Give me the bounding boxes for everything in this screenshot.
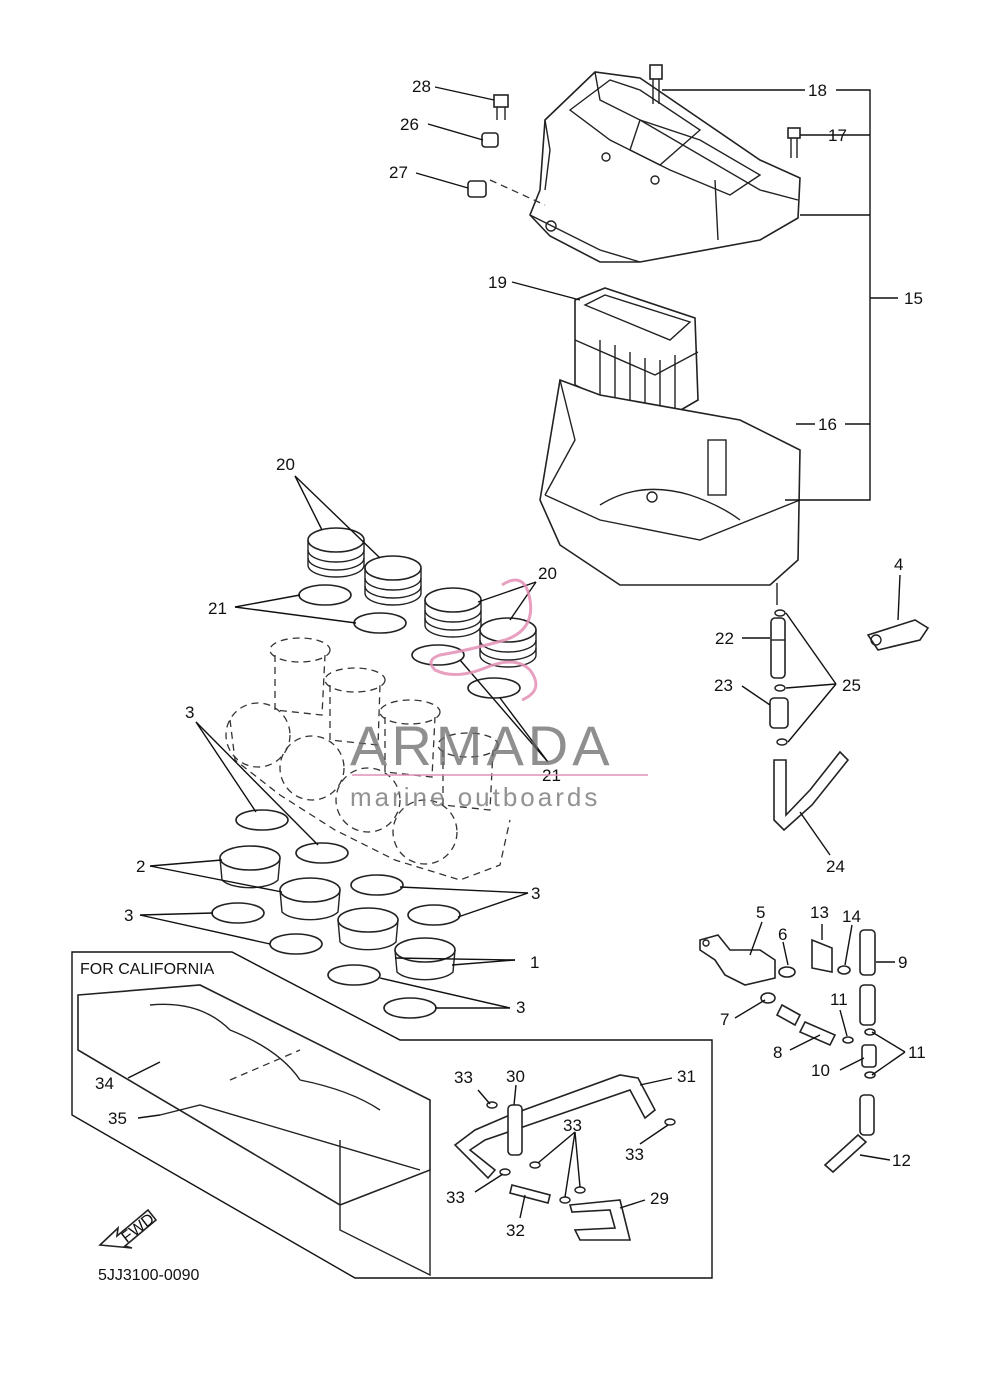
callout-11b: 11 — [908, 1043, 926, 1062]
callout-30: 30 — [506, 1067, 525, 1086]
cover-bolts — [649, 64, 801, 158]
valve-parts — [699, 929, 877, 1174]
callout-2: 2 — [136, 857, 145, 876]
callout-5: 5 — [756, 903, 765, 922]
callout-20a: 20 — [276, 455, 295, 474]
callout-34: 34 — [95, 1074, 114, 1093]
callout-6: 6 — [778, 925, 787, 944]
lower-joints — [211, 809, 461, 1019]
canister-parts — [77, 984, 676, 1277]
callout-10: 10 — [811, 1061, 830, 1080]
callout-28: 28 — [412, 77, 431, 96]
callout-21a: 21 — [208, 599, 227, 618]
callout-4: 4 — [894, 555, 903, 574]
watermark-logo-icon — [429, 578, 538, 702]
callout-3a: 3 — [185, 703, 194, 722]
callout-35: 35 — [108, 1109, 127, 1128]
callout-15: 15 — [904, 289, 923, 308]
callout-14: 14 — [842, 907, 861, 926]
callout-8: 8 — [773, 1043, 782, 1062]
callout-22: 22 — [715, 629, 734, 648]
carburetor-outline — [225, 637, 511, 881]
air-box-cover — [529, 71, 801, 263]
callout-26: 26 — [400, 115, 419, 134]
callout-16: 16 — [818, 415, 837, 434]
fwd-arrow-icon — [98, 1208, 158, 1249]
callout-25: 25 — [842, 676, 861, 695]
callout-18: 18 — [808, 81, 827, 100]
callout-29: 29 — [650, 1189, 669, 1208]
callout-3d: 3 — [516, 998, 525, 1017]
california-section-frame — [71, 951, 713, 1279]
callout-33c: 33 — [625, 1145, 644, 1164]
intake-joints — [307, 527, 537, 668]
callout-32: 32 — [506, 1221, 525, 1240]
drain-hose-parts — [769, 609, 930, 832]
small-fasteners — [467, 94, 546, 206]
callout-13: 13 — [810, 903, 829, 922]
armada-watermark: ARMADA marine outboards — [350, 578, 648, 812]
leader-lines — [127, 86, 906, 1219]
hose-clamps-21 — [298, 584, 521, 699]
callout-1: 1 — [530, 953, 539, 972]
callout-19: 19 — [488, 273, 507, 292]
callout-labels: 1 2 3 3 3 3 4 5 6 7 8 9 10 11 11 12 13 1… — [95, 77, 926, 1240]
callout-11a: 11 — [830, 990, 848, 1009]
callout-23: 23 — [714, 676, 733, 695]
callout-27: 27 — [389, 163, 408, 182]
callout-17: 17 — [828, 126, 847, 145]
callout-12: 12 — [892, 1151, 911, 1170]
callout-3b: 3 — [531, 884, 540, 903]
part-code: 5JJ3100-0090 — [98, 1267, 200, 1284]
watermark-brand: ARMADA — [350, 714, 614, 777]
callout-24: 24 — [826, 857, 845, 876]
callout-33a: 33 — [454, 1068, 473, 1087]
section-label: FOR CALIFORNIA — [80, 961, 215, 978]
callout-33d: 33 — [446, 1188, 465, 1207]
callout-20b: 20 — [538, 564, 557, 583]
callout-7: 7 — [720, 1010, 729, 1029]
callout-3c: 3 — [124, 906, 133, 925]
watermark-tagline: marine outboards — [350, 782, 600, 812]
callout-31: 31 — [677, 1067, 696, 1086]
callout-33b: 33 — [563, 1116, 582, 1135]
air-box-case — [539, 378, 801, 605]
callout-9: 9 — [898, 953, 907, 972]
